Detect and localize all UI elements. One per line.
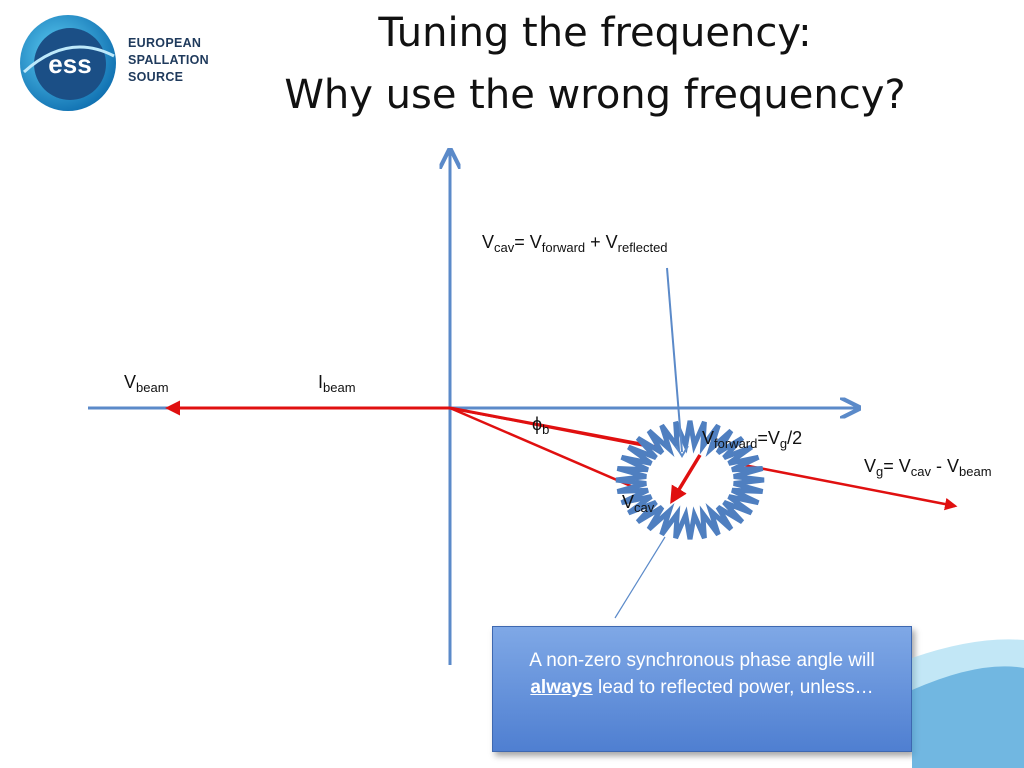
v-cav-eq-pointer	[666, 267, 683, 453]
logo-line-3: SOURCE	[128, 70, 184, 84]
label-i-beam: Ibeam	[318, 372, 356, 395]
callout-text-before: A non-zero synchronous phase angle will	[529, 650, 875, 671]
callout-text-after: lead to reflected power, unless…	[592, 677, 874, 698]
slide-title-line-2: Why use the wrong frequency?	[284, 72, 906, 118]
label-v-cav-equation: Vcav= Vforward + Vreflected	[482, 232, 668, 255]
label-phi-b: ϕb	[532, 414, 550, 437]
slide-title-line-1: Tuning the frequency:	[378, 10, 812, 56]
v-cav-eq-pointer-head	[675, 445, 689, 458]
label-v-forward-equation: Vforward=Vg/2	[702, 428, 803, 451]
callout-pointer-line	[614, 536, 666, 619]
logo-line-1: EUROPEAN	[128, 36, 202, 50]
callout-box: A non-zero synchronous phase angle will …	[492, 626, 912, 752]
v-reflected-vector	[670, 454, 702, 504]
logo-swoosh	[22, 45, 115, 74]
logo-line-2: SPALLATION	[128, 53, 210, 67]
starburst-highlight	[615, 420, 765, 540]
label-v-g-equation: Vg= Vcav - Vbeam	[864, 456, 992, 479]
callout-emphasis: always	[530, 677, 593, 698]
label-v-cav-partial: Vcav	[622, 492, 655, 515]
label-v-beam: Vbeam	[124, 372, 169, 395]
logo-mark: ess	[48, 49, 91, 79]
